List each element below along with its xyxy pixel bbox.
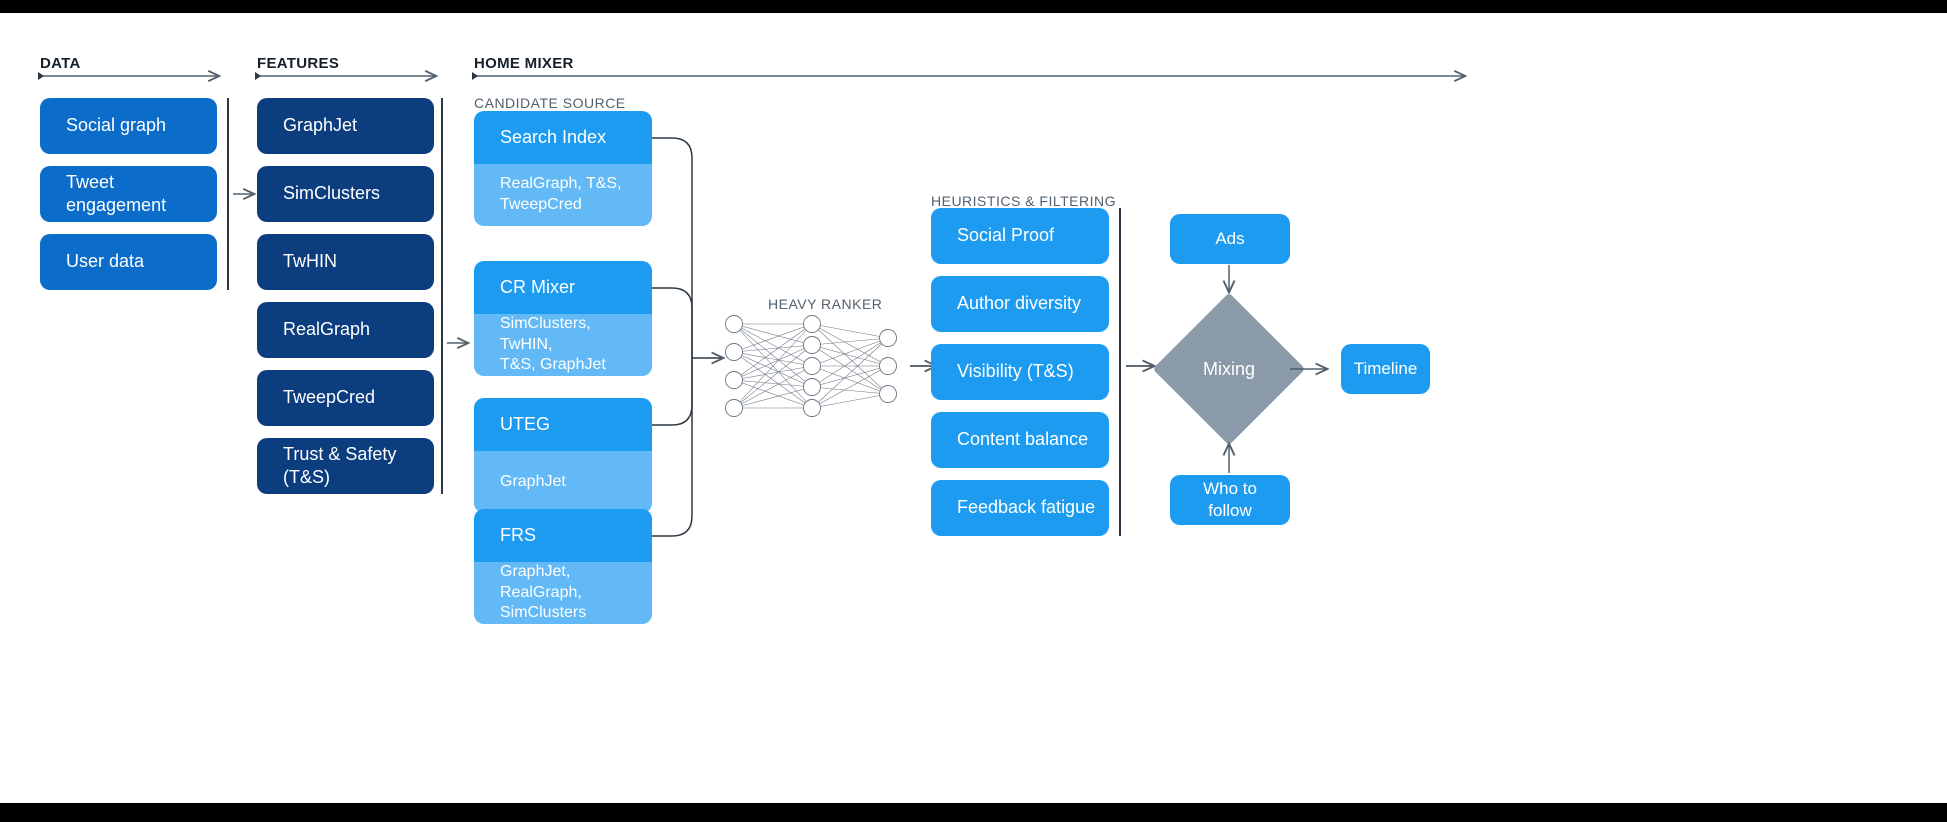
candidate-source-name-text: FRS bbox=[500, 524, 536, 545]
arrow-ads-to-mixing bbox=[1222, 265, 1238, 299]
data-box-label: User data bbox=[66, 251, 145, 272]
data-section-arrow bbox=[38, 71, 224, 85]
arrow-mixing-to-timeline bbox=[1290, 362, 1336, 376]
data-box-user-data[interactable]: User data bbox=[40, 234, 217, 290]
divider-data-features bbox=[227, 98, 229, 290]
sublabel-heuristics: HEURISTICS & FILTERING bbox=[931, 193, 1116, 209]
candidate-source-name: FRS bbox=[474, 509, 652, 562]
heuristic-box-label: Content balance bbox=[957, 429, 1089, 450]
heuristic-box-label: Author diversity bbox=[957, 293, 1082, 314]
candidate-source-cr-mixer[interactable]: CR Mixer SimClusters, TwHIN, T&S, GraphJ… bbox=[474, 261, 652, 376]
arrow-data-to-features bbox=[233, 187, 261, 201]
heuristic-box-label: Feedback fatigue bbox=[957, 497, 1096, 518]
feature-box-label: SimClusters bbox=[283, 183, 381, 204]
candidate-source-connectors bbox=[652, 137, 910, 537]
candidate-source-search-index[interactable]: Search Index RealGraph, T&S, TweepCred bbox=[474, 111, 652, 226]
candidate-source-name-text: UTEG bbox=[500, 413, 551, 434]
section-label-home-mixer: HOME MIXER bbox=[474, 55, 574, 72]
data-box-label: Social graph bbox=[66, 115, 167, 136]
divider-features-homemixer bbox=[441, 98, 443, 494]
arrow-whotofollow-to-mixing bbox=[1222, 439, 1238, 473]
output-box-ads[interactable]: Ads bbox=[1170, 214, 1290, 264]
sublabel-candidate-source: CANDIDATE SOURCE bbox=[474, 95, 626, 111]
feature-box-simclusters[interactable]: SimClusters bbox=[257, 166, 434, 222]
data-box-label: Tweet engagement bbox=[66, 171, 167, 215]
candidate-source-features: SimClusters, TwHIN, T&S, GraphJet bbox=[474, 314, 652, 376]
arrow-ranker-to-heuristics bbox=[910, 359, 944, 373]
feature-box-label: TwHIN bbox=[283, 251, 337, 272]
candidate-source-name: UTEG bbox=[474, 398, 652, 451]
feature-box-label: RealGraph bbox=[283, 319, 371, 340]
section-label-features: FEATURES bbox=[257, 55, 340, 72]
candidate-source-features: GraphJet, RealGraph, SimClusters bbox=[474, 562, 652, 624]
candidate-source-name-text: CR Mixer bbox=[500, 276, 575, 297]
feature-box-label: Trust & Safety (T&S) bbox=[283, 443, 397, 487]
heavy-ranker-neural-network bbox=[725, 315, 897, 417]
candidate-source-frs[interactable]: FRS GraphJet, RealGraph, SimClusters bbox=[474, 509, 652, 624]
feature-box-twhin[interactable]: TwHIN bbox=[257, 234, 434, 290]
feature-box-label: TweepCred bbox=[283, 387, 376, 408]
heuristic-box-content-balance[interactable]: Content balance bbox=[931, 412, 1109, 468]
output-box-who-to-follow[interactable]: Who to follow bbox=[1170, 475, 1290, 525]
feature-box-trust-safety[interactable]: Trust & Safety (T&S) bbox=[257, 438, 434, 494]
candidate-source-name: Search Index bbox=[474, 111, 652, 164]
arrow-features-to-candidate-source bbox=[447, 336, 475, 350]
candidate-source-uteg[interactable]: UTEG GraphJet bbox=[474, 398, 652, 513]
feature-box-realgraph[interactable]: RealGraph bbox=[257, 302, 434, 358]
heuristic-box-label: Social Proof bbox=[957, 225, 1055, 246]
diagram-canvas: DATA FEATURES HOME MIXER CANDIDATE SOURC… bbox=[0, 13, 1947, 803]
output-box-label: Who to follow bbox=[1203, 478, 1257, 520]
candidate-source-features: RealGraph, T&S, TweepCred bbox=[474, 164, 652, 226]
candidate-source-features-text: GraphJet, RealGraph, SimClusters bbox=[500, 562, 587, 622]
arrow-heuristics-to-mixing bbox=[1126, 359, 1162, 373]
heuristic-box-label: Visibility (T&S) bbox=[957, 361, 1074, 382]
heuristic-box-author-diversity[interactable]: Author diversity bbox=[931, 276, 1109, 332]
mixing-label: Mixing bbox=[1202, 358, 1255, 379]
candidate-source-name: CR Mixer bbox=[474, 261, 652, 314]
feature-box-label: GraphJet bbox=[283, 115, 358, 136]
candidate-source-features-text: RealGraph, T&S, TweepCred bbox=[500, 175, 622, 213]
candidate-source-features-text: GraphJet bbox=[500, 472, 566, 490]
output-box-label: Ads bbox=[1215, 228, 1245, 248]
data-box-social-graph[interactable]: Social graph bbox=[40, 98, 217, 154]
data-box-tweet-engagement[interactable]: Tweet engagement bbox=[40, 166, 217, 222]
label-heavy-ranker: HEAVY RANKER bbox=[768, 296, 883, 312]
heuristic-box-feedback-fatigue[interactable]: Feedback fatigue bbox=[931, 480, 1109, 536]
divider-heuristics-mixing bbox=[1119, 208, 1121, 536]
candidate-source-features-text: SimClusters, TwHIN, T&S, GraphJet bbox=[500, 314, 606, 374]
features-section-arrow bbox=[255, 71, 441, 85]
candidate-source-features: GraphJet bbox=[474, 451, 652, 513]
output-box-label: Timeline bbox=[1353, 358, 1418, 378]
feature-box-tweepcred[interactable]: TweepCred bbox=[257, 370, 434, 426]
home-mixer-section-arrow bbox=[472, 71, 1470, 85]
heuristic-box-visibility[interactable]: Visibility (T&S) bbox=[931, 344, 1109, 400]
heuristic-box-social-proof[interactable]: Social Proof bbox=[931, 208, 1109, 264]
feature-box-graphjet[interactable]: GraphJet bbox=[257, 98, 434, 154]
output-box-timeline[interactable]: Timeline bbox=[1341, 344, 1430, 394]
section-label-data: DATA bbox=[40, 55, 81, 72]
candidate-source-name-text: Search Index bbox=[500, 126, 607, 147]
